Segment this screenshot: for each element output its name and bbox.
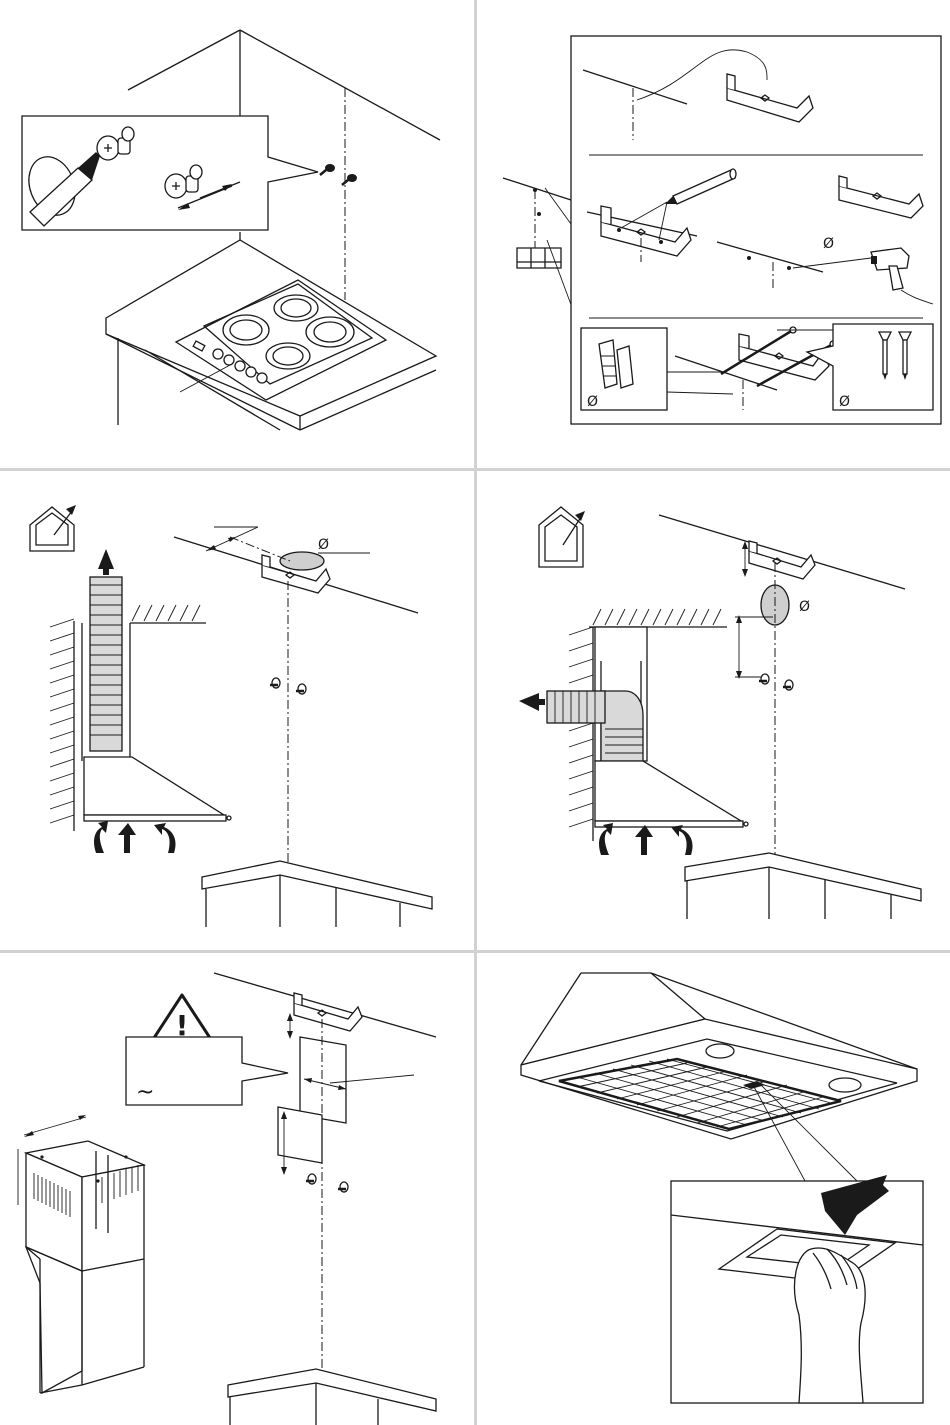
exhaust-left-arrow [519,693,545,711]
ceiling-overview [503,178,573,310]
panel-chimney-mounting: ! ~ [0,953,474,1425]
diameter-symbol-p4: Ø [799,599,810,615]
warning-callout: ~ [126,1037,288,1105]
warning-triangle-icon: ! [152,995,212,1042]
diameter-symbol-screws: Ø [839,394,850,410]
ceiling-line-p5 [214,973,436,1037]
duct-hole-shaded [280,552,324,570]
hand-icon [795,1248,866,1403]
diameter-symbol-drill: Ø [823,236,834,252]
kitchen-unit-p4 [685,853,921,919]
panel-filter-removal [477,953,950,1425]
hood-side-view [84,757,231,821]
hood-side-view-p4 [595,761,748,827]
air-intake-arrows [94,821,176,853]
hob-ring-front-right [306,317,354,347]
ceiling-bracket-p4: Ø [659,515,905,679]
kitchen-unit-p5 [228,1369,436,1425]
exhaust-up-arrow [98,549,114,575]
panel-ducted-vertical: Ø [0,471,474,950]
panel-bracket-fixing: Ø Ø [477,0,950,468]
diameter-symbol-plugs: Ø [587,394,598,410]
hob-ring-rear-left [223,315,269,345]
screw-detail-callout [21,116,318,230]
air-intake-arrows-p4 [599,823,693,855]
duct-vertical [82,577,130,761]
panel-hob-wall-screws [0,0,474,468]
wall-screw-icon [320,164,357,185]
hob-ring-front-left [266,343,310,369]
upper-chimney-bracket [278,1013,414,1175]
approx-symbol: ~ [136,1080,154,1105]
diameter-symbol-p3: Ø [318,537,329,553]
chimney-telescopic-icon [18,1115,144,1393]
hood-mini-icon [517,248,561,268]
wall-screw-pair-p5 [306,1174,348,1192]
panel-ducted-rear: Ø [477,471,950,950]
ceiling-bracket-view: Ø [174,527,418,613]
house-exhaust-icon-p4 [539,507,585,567]
kitchen-unit-p3 [202,861,432,927]
house-exhaust-icon [30,505,76,551]
hob-ring-rear-right [274,295,318,321]
wall-screw-pair-p4 [759,674,793,690]
filter-clip-detail [671,1175,923,1403]
